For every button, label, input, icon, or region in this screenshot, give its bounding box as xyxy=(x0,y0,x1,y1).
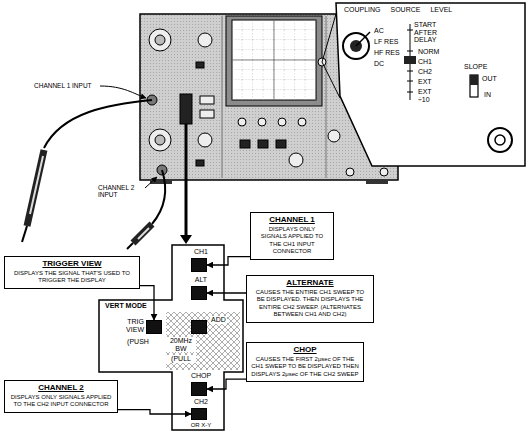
callout-box: CHOPCAUSES THE FIRST 2μsec OF THE CH1 SW… xyxy=(246,342,364,382)
vert-mode-panel: VERT MODECH1ALTTRIG VIEW(PUSHADD20MHz BW… xyxy=(98,244,244,431)
callout-body: DISPLAYS THE SIGNAL THAT'S USED TO TRIGG… xyxy=(9,270,135,285)
control-label: EXT xyxy=(418,78,432,86)
probe-1 xyxy=(22,100,152,242)
callout-arrow xyxy=(207,257,250,265)
control-label: START AFTER DELAY xyxy=(414,21,444,44)
button-label: OR X-Y xyxy=(180,422,222,429)
probe-2 xyxy=(127,170,165,249)
control-label: DC xyxy=(374,60,384,68)
control-label: OUT xyxy=(482,75,497,83)
callout-heading: TRIGGER VIEW xyxy=(9,259,135,269)
button-label: CHOP xyxy=(180,372,222,380)
control-label: LF RES xyxy=(374,38,399,46)
control-label: NORM xyxy=(418,48,439,56)
pointer-arrow xyxy=(180,124,192,244)
callout-box: CHANNEL 1DISPLAYS ONLY SIGNALS APPLIED T… xyxy=(250,212,334,260)
control-label: CH1 xyxy=(418,58,432,66)
leader-line xyxy=(100,86,146,98)
callout-arrow xyxy=(207,292,246,293)
input-label: CHANNEL 1 INPUT xyxy=(34,82,92,89)
control-label: COUPLING SOURCE LEVEL xyxy=(344,6,452,14)
inset-controls xyxy=(336,3,525,166)
callout-heading: CHOP xyxy=(251,345,359,355)
button-label: ADD xyxy=(210,316,227,324)
callout-heading: CHANNEL 2 xyxy=(9,383,113,393)
button-label: (PUSH xyxy=(117,338,159,346)
push-button: CH2OR X-Y xyxy=(191,408,207,420)
callout-body: CAUSES THE FIRST 2μsec OF THE CH1 SWEEP … xyxy=(251,356,359,379)
leader-line xyxy=(145,177,157,188)
control-label: IN xyxy=(484,91,491,99)
button-label: (PULL xyxy=(166,355,196,363)
control-label: CH2 xyxy=(418,68,432,76)
control-label: HF RES xyxy=(374,49,400,57)
panel-outline xyxy=(99,245,243,430)
button-label: 20MHz BW xyxy=(166,337,196,352)
callout-body: CAUSES THE ENTIRE CH1 SWEEP TO BE DISPLA… xyxy=(251,289,369,319)
callout-arrow xyxy=(118,410,191,414)
button-label: CH2 xyxy=(180,398,222,406)
callout-heading: CHANNEL 1 xyxy=(255,215,329,225)
callout-body: DISPLAYS ONLY SIGNALS APPLIED TO THE CH1… xyxy=(255,226,329,256)
push-button: ADD20MHz BW(PULL xyxy=(191,320,207,334)
control-label: EXT ÷10 xyxy=(418,88,436,103)
push-button: ALT xyxy=(191,286,207,300)
panel-outline xyxy=(336,3,525,166)
push-button: TRIG VIEW(PUSH xyxy=(146,320,162,334)
callout-box: TRIGGER VIEWDISPLAYS THE SIGNAL THAT'S U… xyxy=(4,256,140,289)
callout-body: DISPLAYS ONLY SIGNALS APPLIED TO THE CH2… xyxy=(9,394,113,409)
hatched-area xyxy=(166,312,240,370)
button-label: CH1 xyxy=(180,248,222,256)
button-label: VERT MODE xyxy=(104,302,148,310)
input-label: CHANNEL 2 INPUT xyxy=(98,184,142,199)
callout-arrow xyxy=(207,379,246,389)
control-label: AC xyxy=(374,27,384,35)
callout-box: CHANNEL 2DISPLAYS ONLY SIGNALS APPLIED T… xyxy=(4,380,118,413)
callout-box: ALTERNATECAUSES THE ENTIRE CH1 SWEEP TO … xyxy=(246,275,374,323)
push-button: CHOP xyxy=(191,382,207,396)
button-label: ALT xyxy=(180,276,222,284)
push-button: CH1 xyxy=(191,258,207,272)
control-label: SLOPE xyxy=(464,63,487,71)
callout-heading: ALTERNATE xyxy=(251,278,369,288)
button-label: TRIG VIEW xyxy=(113,318,145,333)
inset-panel: COUPLING SOURCE LEVEL AC LF RES HF RES DC STA… xyxy=(334,1,527,168)
